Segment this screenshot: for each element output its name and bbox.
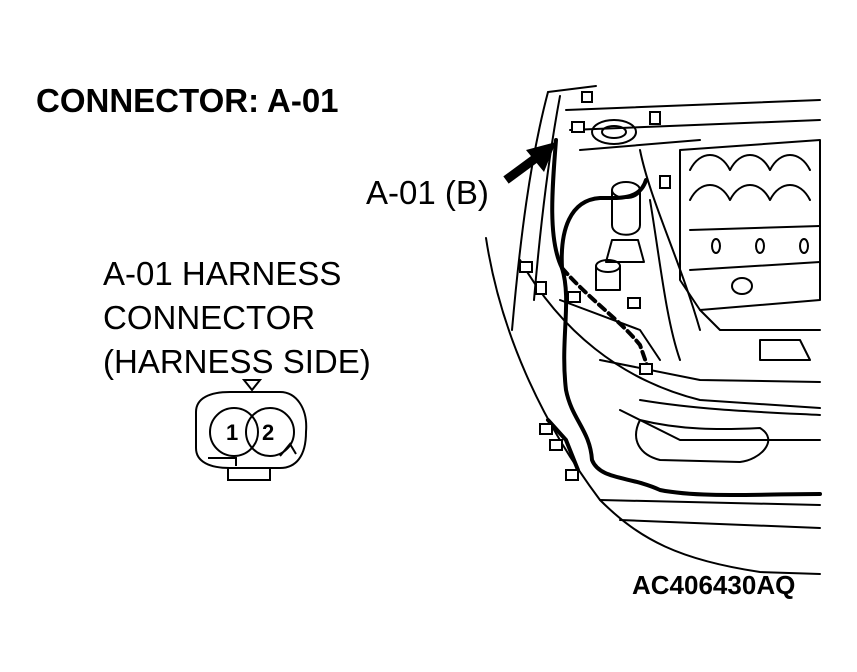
pin-label-1: 1 xyxy=(226,420,239,445)
harness-label-line-2: CONNECTOR xyxy=(103,299,316,336)
connector-face xyxy=(195,379,308,481)
callout-arrow xyxy=(503,142,556,184)
page-title: CONNECTOR: A-01 xyxy=(36,82,339,119)
harness-label-line-1: A-01 HARNESS xyxy=(103,255,342,292)
connector-callout-label: A-01 (B) xyxy=(366,174,489,211)
harness-label-line-3: (HARNESS SIDE) xyxy=(103,343,371,380)
wiring-harness xyxy=(546,138,822,497)
engine-block xyxy=(679,139,821,311)
harness-connector-label: A-01 HARNESS CONNECTOR (HARNESS SIDE) xyxy=(103,252,371,384)
connector-a01-b xyxy=(571,121,585,133)
fender-outline xyxy=(485,237,821,575)
hood-edge-left xyxy=(511,91,549,331)
strut-tower xyxy=(591,119,637,145)
reservoir-tank xyxy=(611,189,641,236)
pin-label-2: 2 xyxy=(262,420,275,445)
figure-code: AC406430AQ xyxy=(632,570,796,600)
